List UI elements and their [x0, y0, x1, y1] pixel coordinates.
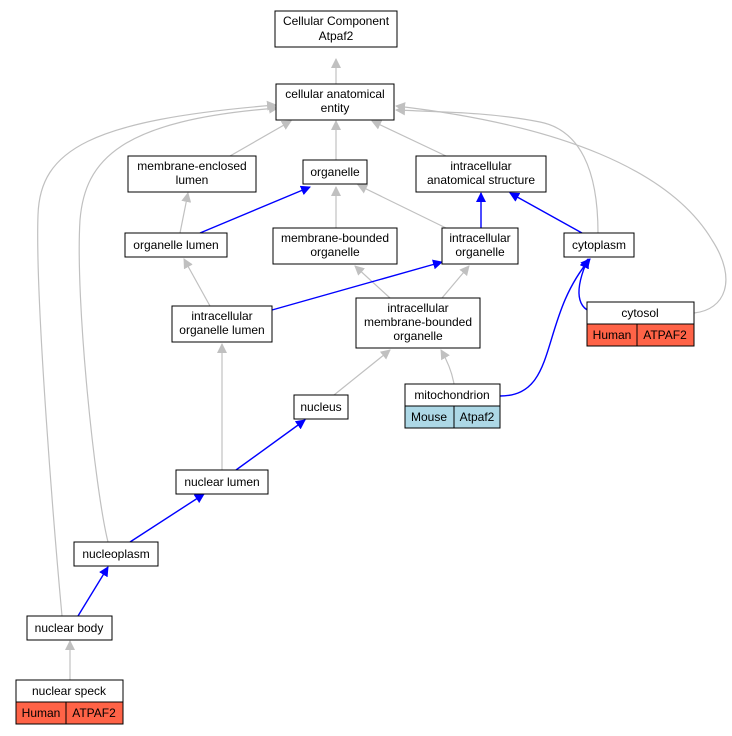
annotation-gene	[636, 323, 695, 347]
edge-mito-imbo	[440, 349, 455, 385]
node-label-line: membrane-bounded	[364, 315, 472, 329]
node-label-line: entity	[321, 101, 350, 115]
edge-ias-cae	[371, 120, 447, 157]
node-intracellular-organelle-lumen[interactable]: intracellular organelle lumen	[171, 305, 273, 343]
node-label-line: cytosol	[621, 306, 658, 320]
edge-orglumen-organelle	[199, 185, 311, 234]
node-nuclear-speck[interactable]: nuclear speck Human ATPAF2	[15, 679, 124, 725]
annotation-gene	[65, 701, 124, 725]
node-nucleoplasm[interactable]: nucleoplasm	[73, 541, 159, 567]
node-cellular-component[interactable]: Cellular Component Atpaf2	[274, 10, 398, 48]
node-label-line: cellular anatomical	[285, 87, 384, 101]
edge-cytosol-cae	[395, 102, 727, 314]
annotation-gene-label: ATPAF2	[643, 328, 687, 342]
edge-nucleoplasm-cae	[78, 103, 279, 543]
node-label-line: nucleoplasm	[82, 547, 149, 561]
node-label-line: membrane-enclosed	[137, 159, 246, 173]
node-label-line: intracellular	[449, 231, 510, 245]
node-label-line: organelle	[310, 165, 360, 179]
edges-is-a	[37, 58, 727, 680]
node-organelle[interactable]: organelle	[302, 159, 368, 185]
node-label-line: nuclear speck	[32, 684, 107, 698]
annotation-species-label: Human	[593, 328, 632, 342]
edge-orglumen-mel	[179, 192, 192, 234]
edge-iol-orglumen	[183, 258, 211, 307]
node-intracellular-membrane-bounded-organelle[interactable]: intracellular membrane-bounded organelle	[355, 297, 481, 349]
node-label-line: intracellular	[387, 301, 448, 315]
nodes: Cellular Component Atpaf2 cellular anato…	[15, 10, 695, 725]
annotation-gene-label: ATPAF2	[72, 706, 116, 720]
edge-nucleus-imbo	[333, 349, 391, 396]
edge-nucleoplasm-nuclumen	[129, 493, 205, 543]
edge-iol-io	[271, 259, 443, 311]
annotation-species-label: Mouse	[411, 410, 447, 424]
node-cellular-anatomical-entity[interactable]: cellular anatomical entity	[275, 83, 395, 121]
node-label-line: anatomical structure	[427, 173, 535, 187]
node-label-line: nucleus	[300, 400, 341, 414]
edge-mito-cytoplasm	[499, 258, 591, 397]
edge-nucbody-nucleoplasm	[77, 566, 109, 617]
node-label-line: Atpaf2	[319, 29, 354, 43]
node-label-line: organelle lumen	[133, 238, 218, 252]
edge-nucbody-cae	[37, 100, 277, 617]
node-label-line: membrane-bounded	[281, 231, 389, 245]
node-label-line: nuclear body	[35, 621, 104, 635]
node-membrane-enclosed-lumen[interactable]: membrane-enclosed lumen	[127, 155, 257, 193]
annotation-gene-label: Atpaf2	[460, 410, 495, 424]
node-mitochondrion[interactable]: mitochondrion Mouse Atpaf2	[404, 383, 501, 429]
node-intracellular-organelle[interactable]: intracellular organelle	[441, 227, 519, 265]
node-intracellular-anatomical-structure[interactable]: intracellular anatomical structure	[415, 155, 547, 193]
node-membrane-bounded-organelle[interactable]: membrane-bounded organelle	[272, 227, 398, 265]
node-organelle-lumen[interactable]: organelle lumen	[124, 232, 228, 258]
edge-io-organelle	[357, 184, 447, 229]
annotation-gene	[453, 405, 501, 429]
node-label-line: organelle lumen	[179, 323, 264, 337]
node-label-line: mitochondrion	[414, 388, 489, 402]
node-label-line: organelle	[455, 245, 505, 259]
edge-mel-cae	[229, 120, 292, 157]
node-label-line: Cellular Component	[283, 14, 390, 28]
edge-cytoplasm-ias	[509, 192, 583, 234]
node-label-line: cytoplasm	[572, 238, 626, 252]
node-label-line: intracellular	[450, 159, 511, 173]
node-nuclear-body[interactable]: nuclear body	[26, 615, 113, 641]
edge-nuclumen-nucleus	[235, 419, 306, 471]
annotation-species-label: Human	[22, 706, 61, 720]
node-label-line: lumen	[176, 173, 209, 187]
node-label-line: organelle	[393, 329, 443, 343]
edge-imbo-io	[441, 265, 470, 299]
node-label-line: nuclear lumen	[184, 475, 259, 489]
node-cytoplasm[interactable]: cytoplasm	[563, 232, 635, 258]
node-nuclear-lumen[interactable]: nuclear lumen	[175, 469, 269, 495]
node-label-line: organelle	[310, 245, 360, 259]
node-nucleus[interactable]: nucleus	[293, 394, 349, 420]
edges-part-of	[77, 185, 597, 617]
node-label-line: intracellular	[191, 309, 252, 323]
node-cytosol[interactable]: cytosol Human ATPAF2	[586, 301, 695, 347]
